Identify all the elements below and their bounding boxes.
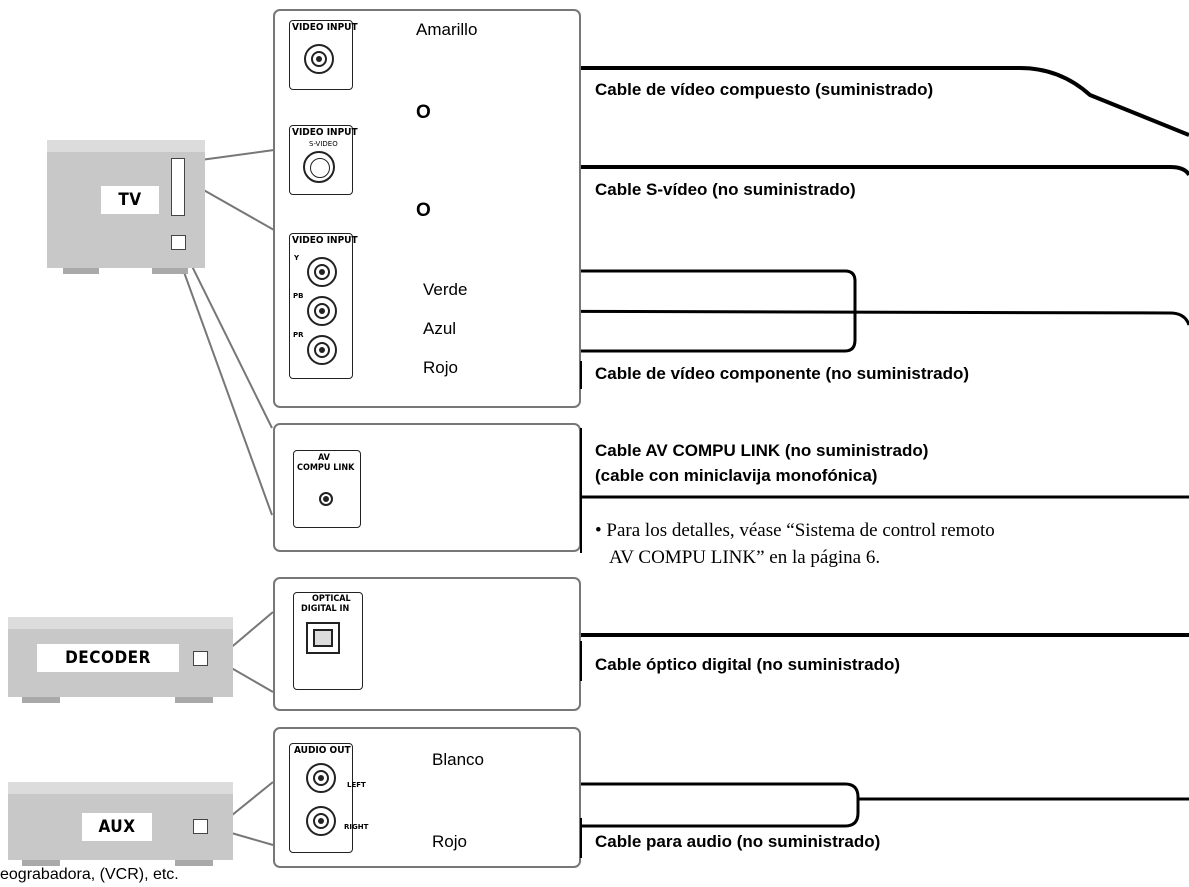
- note-line-1: • Para los detalles, véase “Sistema de c…: [595, 520, 995, 541]
- label-rojo-2: Rojo: [432, 832, 467, 851]
- svideo-sublabel: S-VIDEO: [309, 140, 338, 148]
- or-label-1: O: [416, 102, 431, 123]
- label-verde: Verde: [423, 280, 468, 299]
- tv-foot-right: [152, 268, 188, 274]
- tv-label: TV: [101, 186, 159, 214]
- label-azul: Azul: [423, 319, 457, 338]
- aux-label: AUX: [82, 813, 152, 841]
- audio-divider: [580, 818, 582, 858]
- audio-cable-label: Cable para audio (no suministrado): [595, 832, 881, 851]
- avcompu-jack-dot: [323, 496, 329, 502]
- aux-foot-right: [175, 860, 213, 866]
- optical-title-2: DIGITAL IN: [301, 604, 350, 614]
- composite-cable-label: Cable de vídeo compuesto (suministrado): [595, 80, 934, 99]
- tv-compulink-port: [171, 235, 186, 250]
- component-cable-green: [430, 269, 857, 353]
- label-amarillo: Amarillo: [416, 20, 478, 39]
- optical-divider: [580, 641, 582, 681]
- tv-foot-left: [63, 268, 99, 274]
- component-divider: [580, 361, 582, 389]
- tv-video-port: [171, 158, 185, 216]
- audio-jack-box: [289, 743, 353, 853]
- pr-label: PR: [293, 331, 304, 339]
- composite-jack: [304, 44, 334, 74]
- decoder-foot-right: [175, 697, 213, 703]
- component-pb-jack: [307, 296, 337, 326]
- aux-caption: eograbadora, (VCR), etc.: [0, 866, 179, 883]
- svideo-jack: [303, 151, 335, 183]
- video-input-title-2: VIDEO INPUT: [292, 127, 358, 138]
- audio-out-title: AUDIO OUT: [294, 745, 351, 756]
- optical-title-1: OPTICAL: [312, 594, 351, 604]
- video-input-title-1: VIDEO INPUT: [292, 22, 358, 33]
- component-cable-blue: [429, 309, 1189, 326]
- avcompu-title-1: AV: [318, 453, 330, 463]
- decoder-label: DECODER: [37, 644, 179, 672]
- svideo-cable: [430, 165, 1189, 177]
- svideo-cable-label: Cable S-vídeo (no suministrado): [595, 180, 856, 199]
- optical-jack-inner: [313, 629, 333, 647]
- video-input-title-3: VIDEO INPUT: [292, 235, 358, 246]
- optical-jack: [306, 622, 340, 654]
- label-blanco: Blanco: [432, 750, 484, 769]
- avcompu-divider: [580, 428, 582, 553]
- aux-foot-left: [22, 860, 60, 866]
- note-line-2: AV COMPU LINK” en la página 6.: [609, 547, 881, 568]
- component-y-jack: [307, 257, 337, 287]
- or-label-2: O: [416, 200, 431, 221]
- y-label: Y: [294, 254, 300, 262]
- avcompu-cable-label-2: (cable con miniclavija monofónica): [595, 466, 878, 485]
- avcompu-jack: [319, 492, 333, 506]
- audio-right-jack: [306, 806, 336, 836]
- avcompu-title-2: COMPU LINK: [297, 463, 355, 473]
- left-label: LEFT: [347, 781, 366, 789]
- label-rojo-1: Rojo: [423, 358, 458, 377]
- aux-audio-port: [193, 819, 208, 834]
- component-pr-jack: [307, 335, 337, 365]
- optical-cable-label: Cable óptico digital (no suministrado): [595, 655, 901, 674]
- decoder-foot-left: [22, 697, 60, 703]
- composite-cable: [430, 66, 1189, 137]
- decoder-optical-port: [193, 651, 208, 666]
- component-cable-label: Cable de vídeo componente (no suministra…: [595, 364, 970, 383]
- right-label: RIGHT: [344, 823, 369, 831]
- svideo-jack-inner: [310, 158, 330, 178]
- avcompu-cable-label-1: Cable AV COMPU LINK (no suministrado): [595, 441, 929, 460]
- pb-label: PB: [293, 292, 304, 300]
- audio-cable: [430, 782, 860, 828]
- avcompu-jack-box: [293, 450, 361, 528]
- audio-left-jack: [306, 763, 336, 793]
